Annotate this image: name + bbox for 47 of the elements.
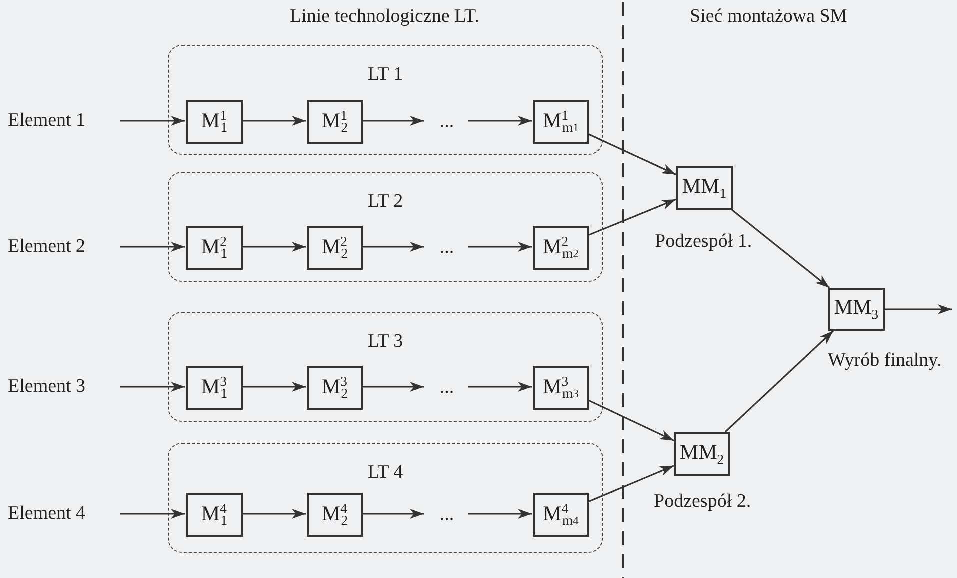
arrow xyxy=(468,382,532,392)
arrow xyxy=(588,198,676,236)
arrow xyxy=(885,304,952,314)
arrow xyxy=(120,242,185,252)
arrow xyxy=(362,242,424,252)
input-label: Element 2 xyxy=(8,234,120,260)
arrow xyxy=(362,509,424,519)
arrow xyxy=(242,242,306,252)
arrow xyxy=(468,116,532,126)
input-label: Element 3 xyxy=(8,374,120,400)
arrow xyxy=(120,382,185,392)
arrow xyxy=(468,509,532,519)
arrow xyxy=(242,509,306,519)
ellipsis-text: ... xyxy=(425,502,469,528)
group-title: LT 1 xyxy=(368,64,404,86)
machine-box: MM$_{2}$ xyxy=(674,432,730,476)
machine-box: MM$_{1}$ xyxy=(676,166,733,210)
arrow xyxy=(120,509,185,519)
arrow xyxy=(468,242,532,252)
machine-box: MM$_{3}$ xyxy=(828,288,885,331)
node-caption: Podzespół 1. xyxy=(655,231,752,253)
arrow xyxy=(120,116,185,126)
arrow xyxy=(588,399,674,442)
ellipsis-text: ... xyxy=(425,375,469,401)
section-heading: Linie technologiczne LT. xyxy=(290,6,480,28)
section-heading: Sieć montażowa SM xyxy=(690,6,848,28)
arrow xyxy=(362,382,424,392)
input-label: Element 4 xyxy=(8,501,120,527)
arrow xyxy=(588,133,676,176)
group-title: LT 4 xyxy=(368,462,404,484)
dashed-group-box xyxy=(168,443,603,553)
dashed-group-box xyxy=(168,45,603,155)
node-caption: Podzespół 2. xyxy=(654,491,752,513)
arrow xyxy=(724,330,834,433)
arrow xyxy=(588,465,674,503)
ellipsis-text: ... xyxy=(425,235,469,261)
arrow xyxy=(242,382,306,392)
node-caption: Wyrób finalny. xyxy=(828,350,942,372)
group-title: LT 3 xyxy=(368,331,404,353)
arrow xyxy=(242,116,306,126)
group-title: LT 2 xyxy=(368,191,404,213)
arrow xyxy=(362,116,424,126)
input-label: Element 1 xyxy=(8,108,120,134)
dashed-group-box xyxy=(168,312,603,422)
ellipsis-text: ... xyxy=(425,109,469,135)
dashed-group-box xyxy=(168,172,603,282)
arrow xyxy=(732,209,830,289)
